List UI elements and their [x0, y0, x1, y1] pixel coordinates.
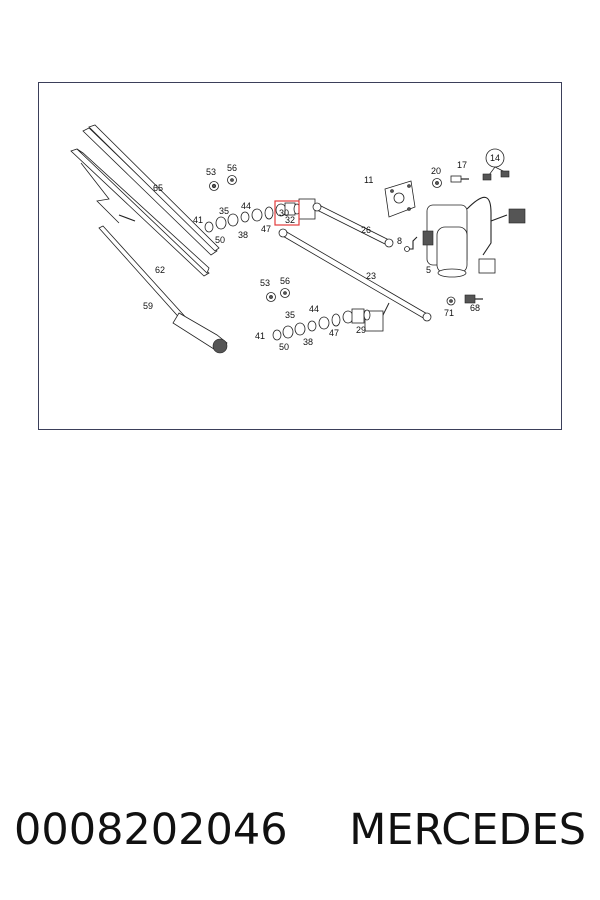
callout-label: 41	[193, 215, 203, 225]
callout-label: 50	[279, 342, 289, 352]
product-footer: 0008202046 MERCEDES	[0, 800, 600, 860]
callout-label: 62	[155, 265, 165, 275]
callout-labels: 53 56 65 41 35 44 50 38 47 30 32 11 20 1…	[143, 153, 500, 352]
wiper-blade-part	[82, 124, 220, 256]
wiper-arm-part	[98, 225, 228, 354]
wiper-assembly-illustration: 53 56 65 41 35 44 50 38 47 30 32 11 20 1…	[70, 124, 526, 354]
callout-label: 8	[397, 236, 402, 246]
wiper-motor-5	[422, 196, 526, 278]
callout-label: 47	[261, 224, 271, 234]
callout-label: 65	[153, 183, 163, 193]
callout-label: 35	[219, 206, 229, 216]
callout-label: 20	[431, 166, 441, 176]
callout-label: 26	[361, 225, 371, 235]
mounting-bracket-11	[384, 180, 416, 218]
callout-label: 5	[426, 265, 431, 275]
callout-label: 32	[285, 215, 295, 225]
lower-fastener-parts	[266, 288, 371, 341]
callout-label: 14	[490, 153, 500, 163]
small-bracket-8	[404, 236, 418, 252]
callout-label: 44	[309, 304, 319, 314]
callout-label: 50	[215, 235, 225, 245]
connector-14	[482, 148, 510, 181]
upper-fastener-parts	[204, 175, 316, 233]
callout-label: 35	[285, 310, 295, 320]
callout-label: 59	[143, 301, 153, 311]
callout-label: 71	[444, 308, 454, 318]
linkage-rod-26	[312, 202, 394, 248]
linkage-rod-23	[278, 228, 432, 332]
screws-71-68	[446, 294, 483, 306]
callout-label: 38	[303, 337, 313, 347]
callout-label: 30	[279, 208, 289, 218]
callout-label: 56	[280, 276, 290, 286]
screws-20-17	[432, 175, 469, 188]
callout-label: 38	[238, 230, 248, 240]
part-number: 0008202046	[14, 805, 288, 855]
highlighted-part-box	[274, 200, 300, 226]
callout-label: 44	[241, 201, 251, 211]
exploded-parts-diagram: 53 56 65 41 35 44 50 38 47 30 32 11 20 1…	[38, 82, 562, 430]
callout-label: 11	[364, 175, 373, 185]
callout-label: 53	[206, 167, 216, 177]
callout-label: 68	[470, 303, 480, 313]
callout-label: 41	[255, 331, 265, 341]
callout-label: 47	[329, 328, 339, 338]
callout-label: 56	[227, 163, 237, 173]
brand-name: MERCEDES	[349, 805, 586, 855]
callout-label: 29	[356, 325, 366, 335]
callout-label: 17	[457, 160, 467, 170]
callout-label: 23	[366, 271, 376, 281]
wiper-blade-assembly-part	[70, 148, 210, 277]
callout-label: 53	[260, 278, 270, 288]
